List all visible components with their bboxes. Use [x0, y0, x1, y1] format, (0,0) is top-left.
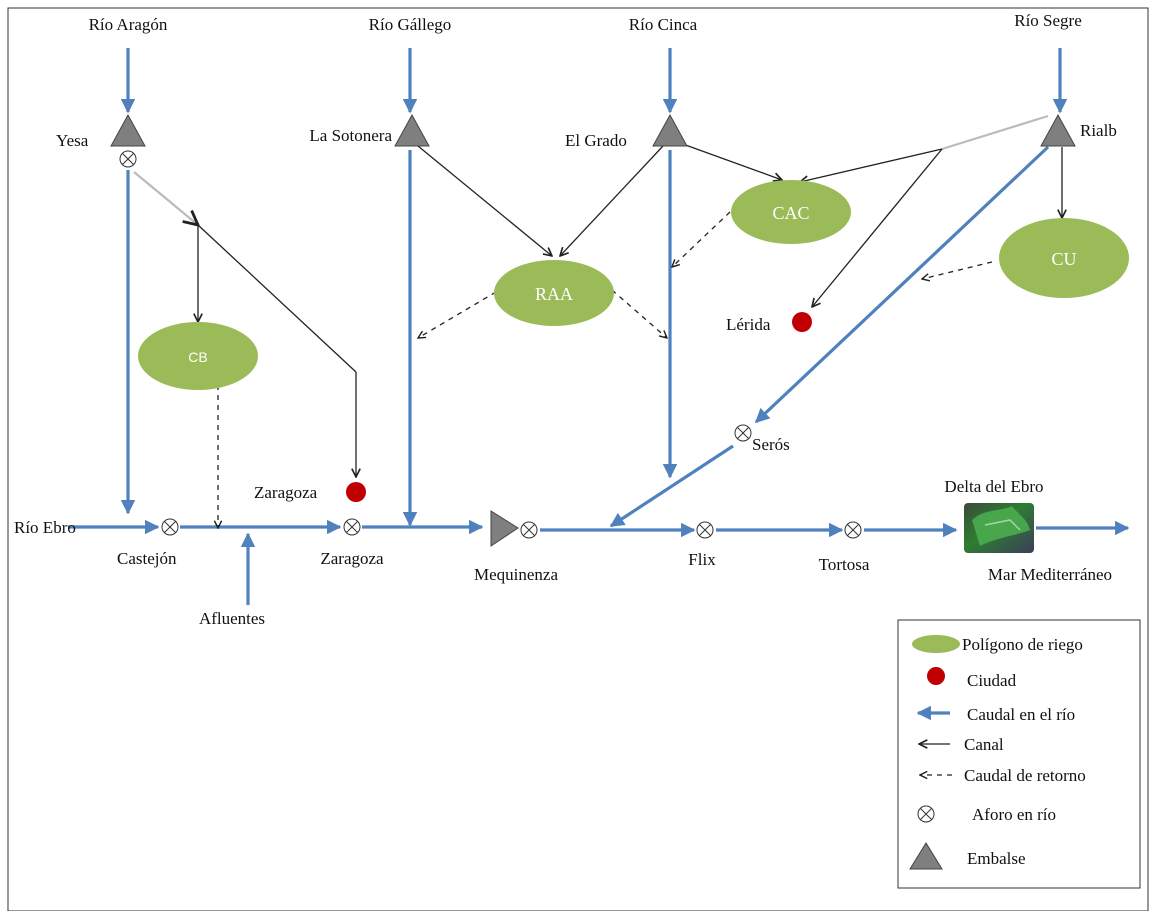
city-lerida-icon	[792, 312, 812, 332]
label-mar: Mar Mediterráneo	[988, 565, 1112, 584]
legend-canal-label: Canal	[964, 735, 1004, 754]
label-rio-cinca: Río Cinca	[629, 15, 698, 34]
canals	[133, 114, 1062, 477]
legend-gauge-label: Aforo en río	[972, 805, 1056, 824]
irrigation-cu-label: CU	[1051, 249, 1076, 269]
legend-irrigation-label: Polígono de riego	[962, 635, 1083, 654]
irrigation-cac	[731, 180, 851, 244]
canal-yesa-diag	[197, 224, 357, 373]
canal-rialb-light	[941, 114, 1049, 151]
gauge-zaragoza-icon	[343, 518, 361, 536]
canal-rialb-to-cac	[800, 148, 943, 182]
reservoirs	[110, 113, 1076, 547]
label-tortosa: Tortosa	[819, 555, 870, 574]
irrigation-cu	[999, 218, 1129, 298]
gauge-mequinenza-icon	[520, 521, 538, 539]
river-flows	[68, 48, 1130, 605]
label-rio-gallego: Río Gállego	[369, 15, 452, 34]
legend-river-flow-label: Caudal en el río	[967, 705, 1075, 724]
gauge-flix-icon	[696, 521, 714, 539]
label-rio-segre: Río Segre	[1014, 11, 1082, 30]
return-cac-to-cinca	[672, 211, 731, 267]
river-segre-to-seros	[754, 145, 1050, 424]
return-cu-to-segre	[922, 261, 993, 279]
canal-grado-to-raa	[560, 145, 664, 256]
canal-yesa-light	[133, 171, 198, 225]
legend-city-icon	[927, 667, 945, 685]
labels: Río Aragón Río Gállego Río Cinca Río Seg…	[14, 11, 1117, 628]
legend-city-label: Ciudad	[967, 671, 1017, 690]
city-zaragoza-icon	[346, 482, 366, 502]
irrigation-polygons: CB RAA CAC CU	[138, 180, 1129, 390]
delta-image	[964, 503, 1034, 553]
label-zaragoza-city: Zaragoza	[254, 483, 318, 502]
river-seros-to-ebro	[609, 444, 734, 528]
label-seros: Serós	[752, 435, 790, 454]
label-grado: El Grado	[565, 131, 627, 150]
irrigation-raa	[494, 260, 614, 326]
return-raa-to-gallego	[418, 291, 497, 338]
gauge-seros-icon	[734, 424, 752, 442]
legend-reservoir-icon	[909, 842, 943, 870]
reservoir-sotonera-icon	[394, 113, 430, 147]
gauge-tortosa-icon	[844, 521, 862, 539]
return-flows	[218, 211, 993, 528]
legend-reservoir-label: Embalse	[967, 849, 1026, 868]
label-delta: Delta del Ebro	[944, 477, 1043, 496]
label-rio-ebro: Río Ebro	[14, 518, 76, 537]
irrigation-cb-label: CB	[188, 349, 207, 365]
canal-grado-to-cac	[679, 142, 782, 180]
gauges	[119, 150, 862, 539]
reservoir-grado-icon	[652, 113, 688, 147]
legend-irrigation-icon	[912, 635, 960, 653]
label-afluentes: Afluentes	[199, 609, 265, 628]
legend-box	[897, 619, 1141, 889]
legend-return-flow-label: Caudal de retorno	[964, 766, 1086, 785]
canal-sotonera-to-raa	[417, 145, 552, 256]
return-raa-to-cinca	[611, 289, 667, 338]
irrigation-cac-label: CAC	[772, 203, 809, 223]
label-lerida: Lérida	[726, 315, 771, 334]
label-rialb: Rialb	[1080, 121, 1117, 140]
reservoir-yesa-icon	[110, 113, 146, 147]
label-mequinenza: Mequinenza	[474, 565, 558, 584]
gauge-yesa-icon	[119, 150, 137, 168]
label-castejon: Castejón	[117, 549, 177, 568]
canal-rialb-to-lerida	[812, 148, 943, 307]
label-sotonera: La Sotonera	[309, 126, 392, 145]
legend: Polígono de riego Ciudad Caudal en el rí…	[897, 619, 1141, 889]
reservoir-rialb-icon	[1040, 113, 1076, 147]
legend-gauge-icon	[917, 805, 935, 823]
cities	[346, 312, 812, 502]
label-zaragoza-gauge: Zaragoza	[320, 549, 384, 568]
label-rio-aragon: Río Aragón	[89, 15, 168, 34]
label-flix: Flix	[688, 550, 716, 569]
reservoir-mequinenza-icon	[490, 510, 519, 547]
irrigation-raa-label: RAA	[535, 284, 573, 304]
gauge-castejon-icon	[161, 518, 179, 536]
label-yesa: Yesa	[56, 131, 89, 150]
irrigation-cb	[138, 322, 258, 390]
